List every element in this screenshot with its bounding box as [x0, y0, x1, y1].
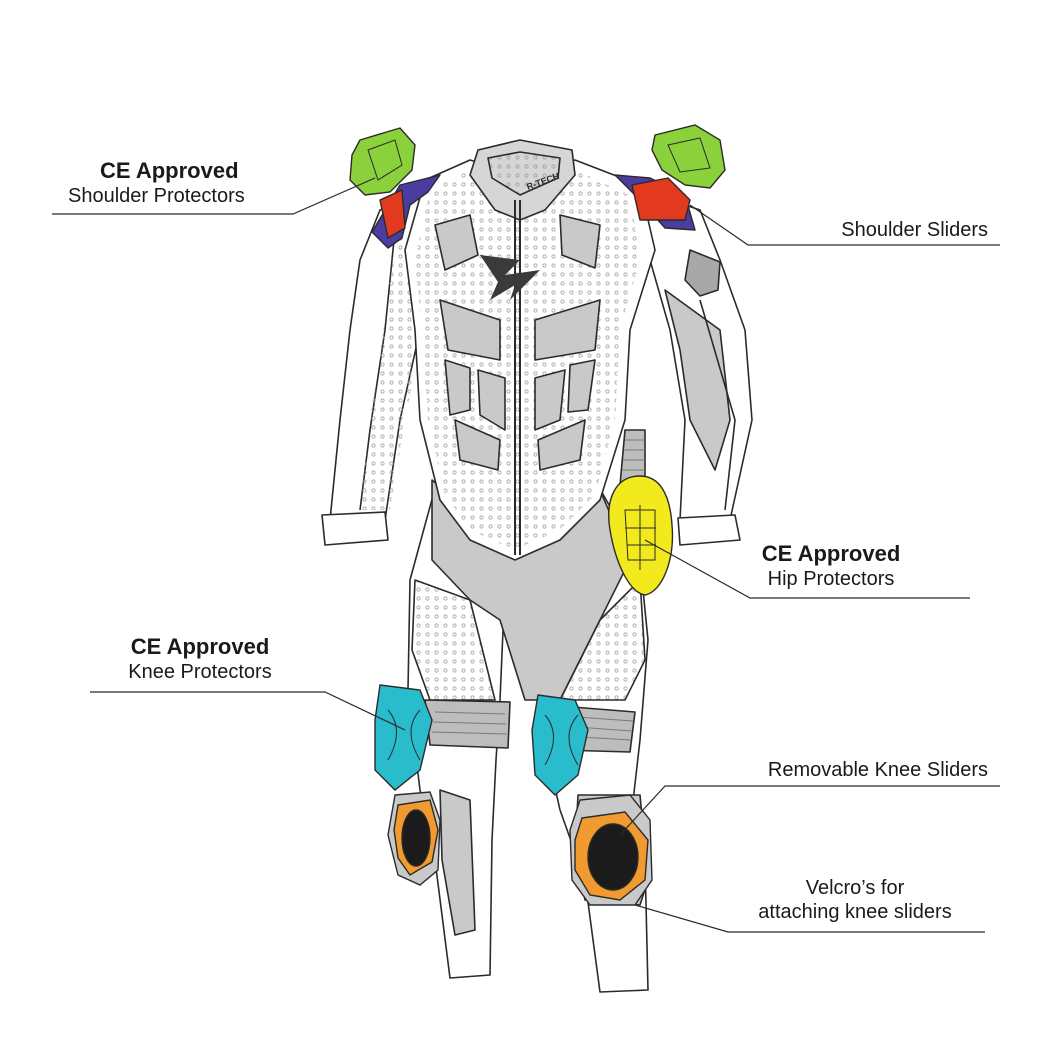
ab-panel-right-3	[567, 359, 596, 413]
suit-torso	[404, 139, 656, 561]
right-cuff	[677, 514, 741, 546]
ab-panel-left-3	[477, 369, 506, 431]
left-shin-panel	[439, 789, 476, 936]
left-cuff	[321, 511, 389, 546]
knee-protectors	[374, 684, 589, 796]
shoulder-protectors-heading: CE Approved	[100, 158, 239, 183]
callout-hip-protectors: CE Approved Hip Protectors	[720, 541, 942, 591]
left-shoulder-slider-red	[379, 189, 406, 239]
right-shoulder-slider-red	[631, 177, 691, 221]
velcro-line-2: attaching knee sliders	[758, 901, 952, 923]
leader-hip-protectors	[644, 539, 970, 599]
callout-velcro: Velcro’s for attaching knee sliders	[730, 876, 980, 924]
ab-panel-left-1	[439, 299, 501, 361]
knee-protectors-heading: CE Approved	[130, 634, 270, 659]
ab-panel-right-4	[537, 419, 586, 471]
left-knee-slider-puck	[401, 809, 431, 867]
knee-sliders-text: Removable Knee Sliders	[767, 759, 988, 781]
leader-knee-sliders	[619, 785, 1000, 836]
right-arm-stripe	[699, 299, 736, 511]
shoulder-protectors-text: Shoulder Protectors	[68, 185, 245, 208]
leader-shoulder-protectors	[52, 177, 376, 215]
ab-panel-right-1	[534, 299, 601, 361]
ab-panel-right-2	[534, 369, 566, 431]
velcro-line-1: Velcro’s for	[805, 877, 905, 899]
callout-knee-protectors: CE Approved Knee Protectors	[95, 634, 305, 684]
callout-knee-sliders: Removable Knee Sliders	[700, 758, 988, 782]
hip-protector-shape	[608, 475, 674, 596]
chest-panel-left-1	[434, 214, 479, 271]
shoulder-protectors	[349, 124, 726, 196]
hip-protector	[608, 475, 674, 596]
leader-lines	[52, 177, 1000, 933]
right-knee-slider-puck	[587, 823, 639, 891]
leader-velcro	[634, 904, 985, 933]
zipper	[514, 200, 521, 555]
knee-protectors-text: Knee Protectors	[128, 661, 272, 684]
left-shoulder-protector	[349, 127, 416, 196]
hip-protectors-text: Hip Protectors	[767, 568, 895, 591]
left-thigh-panel	[411, 579, 496, 701]
leader-shoulder-sliders	[689, 204, 1000, 246]
knee-sliders	[387, 791, 653, 906]
brand-logo-mark	[480, 255, 540, 300]
chest-panel-right-1	[559, 214, 601, 269]
ab-panel-left-2	[444, 359, 471, 416]
right-shoulder-protector	[651, 124, 726, 189]
right-arm-insert	[684, 249, 721, 297]
callout-shoulder-protectors: CE Approved Shoulder Protectors	[52, 158, 382, 208]
shoulder-sliders	[371, 174, 696, 249]
leader-knee-protectors	[90, 691, 406, 731]
shoulder-sliders-text: Shoulder Sliders	[841, 219, 988, 241]
collar-inner	[487, 151, 561, 196]
right-arm-panel	[664, 289, 731, 471]
hip-protectors-heading: CE Approved	[761, 541, 901, 566]
ab-panel-left-4	[454, 419, 501, 471]
callout-shoulder-sliders: Shoulder Sliders	[720, 218, 988, 242]
